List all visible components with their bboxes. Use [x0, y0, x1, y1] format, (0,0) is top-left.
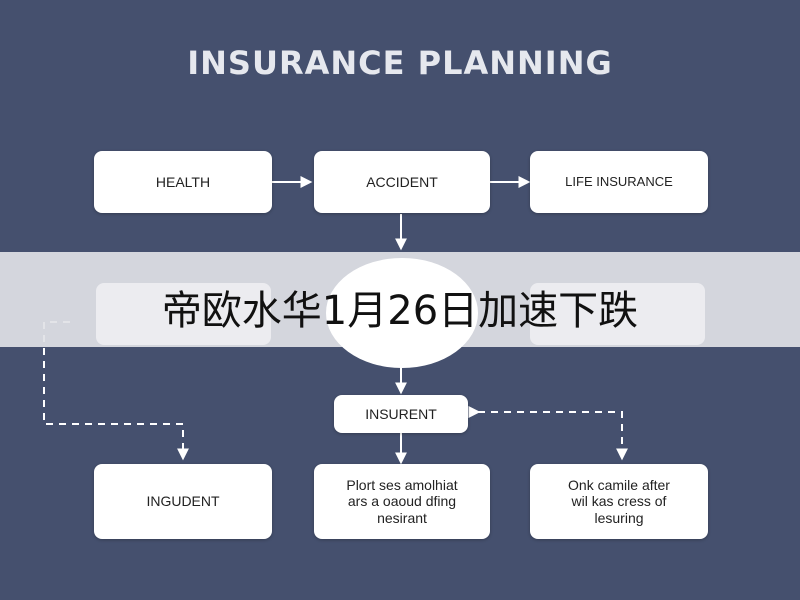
node-ingudent-label: INGUDENT [146, 493, 220, 510]
node-middle-bottom-text: Plort ses amolhiat ars a oaoud dfing nes… [346, 477, 457, 525]
center-circle-node [326, 258, 478, 368]
node-insurent-label: INSURENT [365, 405, 437, 422]
banner-ghost-box-left [96, 283, 271, 345]
node-middle-bottom-line: Plort ses amolhiat [346, 477, 458, 494]
node-ingudent: INGUDENT [94, 464, 272, 539]
diagram-title: INSURANCE PLANNING [187, 44, 613, 82]
node-insurent: INSURENT [334, 395, 468, 433]
node-health-label: HEALTH [155, 173, 211, 190]
banner-ghost-box-right [530, 283, 705, 345]
node-accident-label: ACCIDENT [366, 173, 438, 190]
node-right-bottom-line: wil kas cress of [571, 493, 667, 510]
node-right-bottom: Onk camile after wil kas cress of lesuri… [530, 464, 708, 539]
caption-text: 帝欧水华1月26日加速下跌 [161, 288, 639, 334]
node-life-insurance-label: LIFE INSURANCE [565, 173, 673, 189]
dashed-right-connector [468, 406, 628, 461]
node-accident: ACCIDENT [314, 151, 490, 213]
node-right-bottom-line: Onk camile after [568, 477, 670, 494]
node-middle-bottom-line: ars a oaoud dfing [347, 493, 457, 510]
node-health: HEALTH [94, 151, 272, 213]
node-life-insurance: LIFE INSURANCE [530, 151, 708, 213]
node-middle-bottom: Plort ses amolhiat ars a oaoud dfing nes… [314, 464, 490, 539]
node-middle-bottom-line: nesirant [377, 509, 427, 526]
node-right-bottom-text: Onk camile after wil kas cress of lesuri… [568, 477, 670, 525]
node-right-bottom-line: lesuring [594, 509, 644, 526]
